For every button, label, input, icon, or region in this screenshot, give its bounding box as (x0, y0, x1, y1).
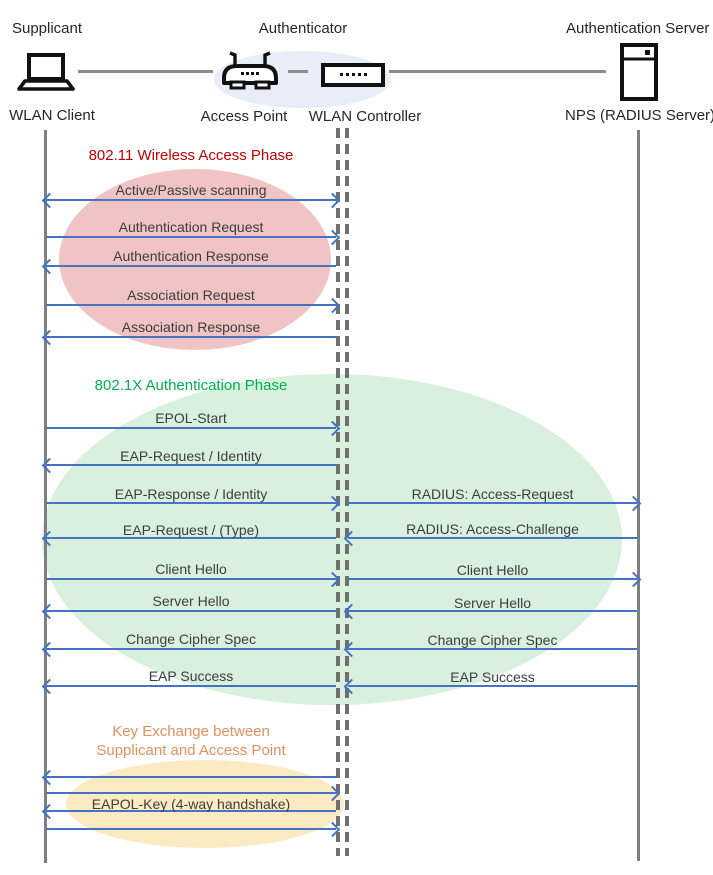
server-icon (620, 43, 658, 101)
message-label: Client Hello (155, 561, 227, 577)
message-arrow-left (46, 537, 336, 539)
role-label-supplicant: Supplicant (11, 20, 83, 37)
message-label: Authentication Response (113, 248, 269, 264)
message-label: Authentication Request (118, 219, 264, 235)
phase2-title: 802.1X Authentication Phase (94, 377, 288, 394)
phase3-title-line2: Supplicant and Access Point (96, 742, 286, 759)
message-label: RADIUS: Access-Challenge (406, 521, 579, 537)
message-arrow-left (46, 464, 336, 466)
node-label-wlan-controller: WLAN Controller (308, 108, 422, 125)
phase1-title: 802.11 Wireless Access Phase (88, 147, 294, 164)
message-label: Change Cipher Spec (126, 631, 256, 647)
node-label-access-point: Access Point (200, 108, 288, 125)
message-label: RADIUS: Access-Request (411, 486, 574, 502)
message-label: EAP-Request / (Type) (122, 522, 260, 538)
message-arrow-left (46, 810, 336, 812)
message-label: EAPOL-Key (4-way handshake) (91, 796, 291, 812)
connector-line (389, 70, 606, 73)
message-arrow-left (46, 648, 336, 650)
message-label: EPOL-Start (155, 410, 227, 426)
lifeline-controller-dashed-1 (336, 128, 340, 856)
message-arrow-right (348, 578, 637, 580)
message-arrow-left (46, 685, 336, 687)
message-label: EAP Success (148, 668, 234, 684)
message-arrow-left (348, 537, 637, 539)
connector-line (78, 70, 213, 73)
message-label: Client Hello (456, 562, 529, 578)
message-arrow-right (46, 828, 336, 830)
phase3-ellipse (66, 760, 344, 848)
message-label: EAP-Request / Identity (120, 448, 262, 464)
message-arrow-left (348, 648, 637, 650)
message-arrow-right (46, 792, 336, 794)
message-arrow-right (46, 427, 336, 429)
message-arrow-left (348, 685, 637, 687)
wlan-controller-icon (321, 63, 385, 87)
message-arrow-right (46, 502, 336, 504)
message-arrow-left (348, 610, 637, 612)
message-label: Server Hello (152, 593, 230, 609)
message-label: EAP Success (450, 669, 535, 685)
message-arrow-right (348, 502, 637, 504)
message-label: Association Request (127, 287, 255, 303)
message-arrow-right (46, 304, 336, 306)
message-arrow-both (46, 199, 336, 201)
message-label: Association Response (121, 319, 261, 335)
message-arrow-left (46, 610, 336, 612)
connector-dash (288, 70, 308, 73)
role-label-authenticator: Authenticator (258, 20, 348, 37)
phase3-title-line1: Key Exchange between (112, 723, 270, 740)
message-label: Server Hello (453, 595, 532, 611)
lifeline-supplicant (44, 130, 47, 863)
node-label-wlan-client: WLAN Client (9, 107, 95, 124)
message-arrow-left (46, 336, 336, 338)
access-point-icon (222, 51, 278, 90)
message-arrow-right (46, 578, 336, 580)
lifeline-controller-dashed-2 (345, 128, 349, 856)
message-arrow-right (46, 236, 336, 238)
node-label-nps-radius-server: NPS (RADIUS Server) (565, 107, 713, 124)
lifeline-auth-server (637, 130, 640, 861)
message-arrow-left (46, 776, 336, 778)
message-label: EAP-Response / Identity (114, 486, 268, 502)
phase3-title: Key Exchange between Supplicant and Acce… (46, 722, 336, 760)
laptop-icon (17, 53, 75, 91)
message-label: Active/Passive scanning (115, 182, 267, 198)
message-label: Change Cipher Spec (427, 632, 558, 648)
role-label-authentication-server: Authentication Server (566, 20, 710, 37)
message-arrow-left (46, 265, 336, 267)
